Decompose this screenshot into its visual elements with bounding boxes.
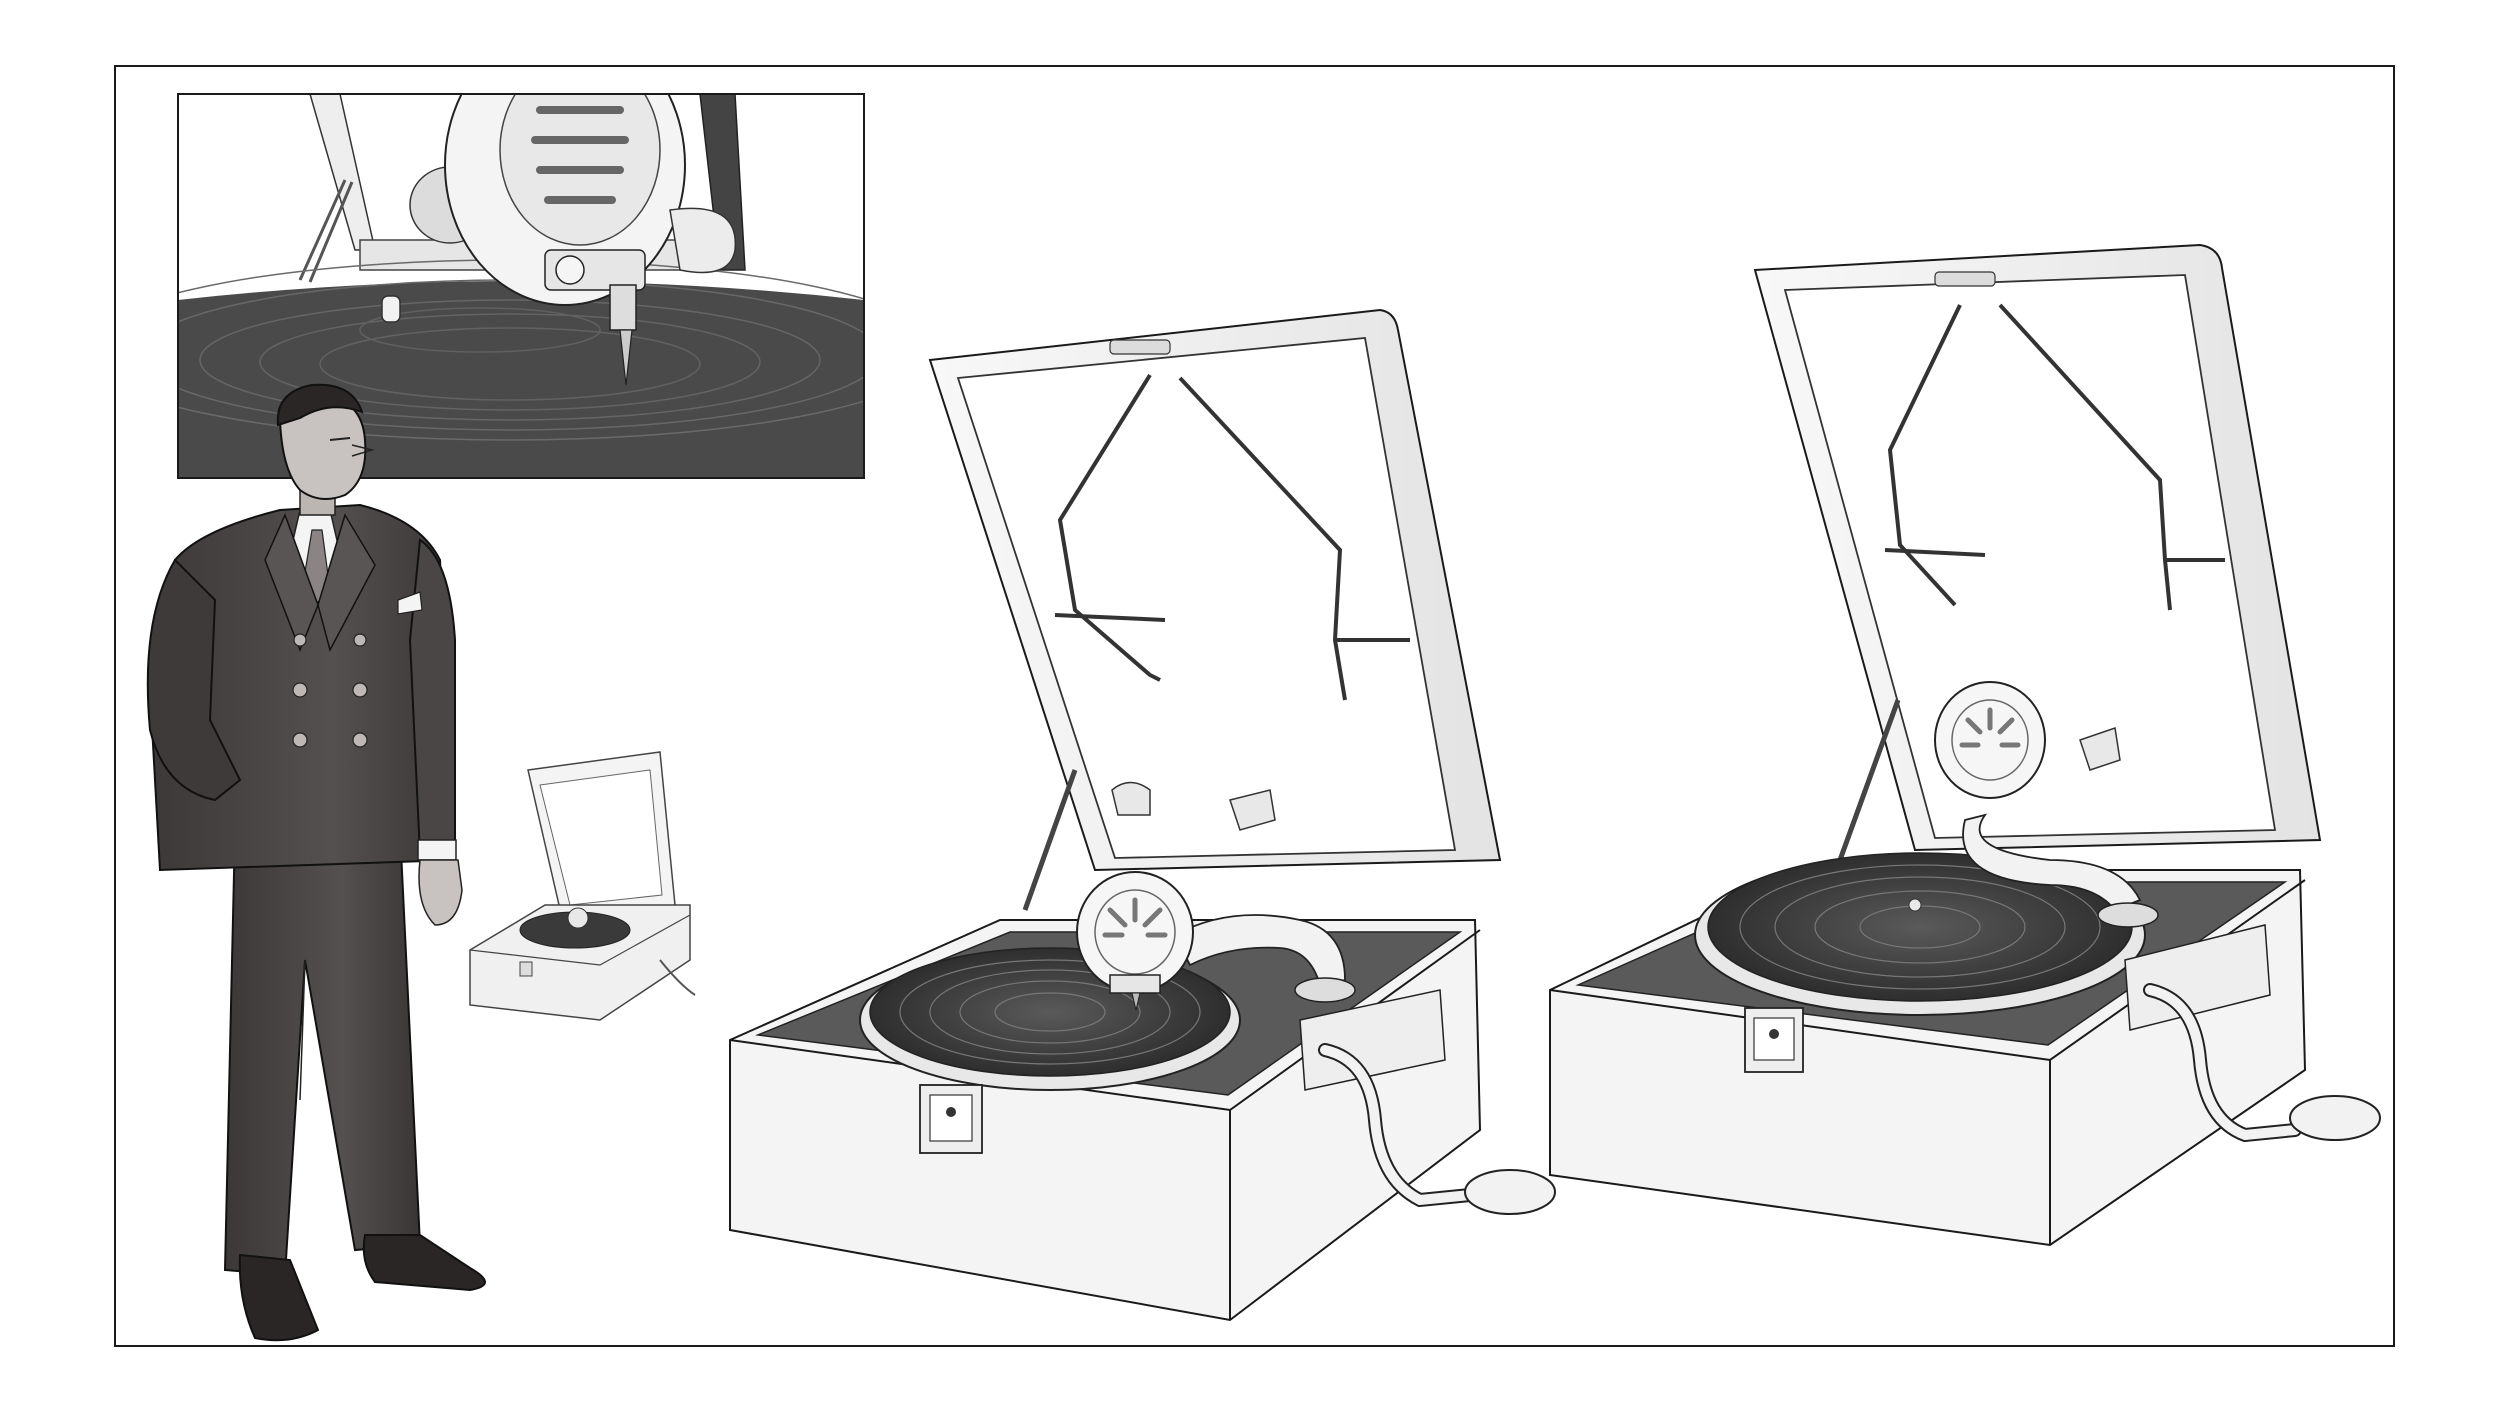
right-shoe bbox=[362, 1234, 486, 1292]
character-figure bbox=[146, 383, 486, 1342]
hair bbox=[276, 383, 364, 427]
left-shoe bbox=[238, 1253, 320, 1342]
gramophone-arm-down bbox=[729, 308, 1556, 1322]
gramophone-arm-up bbox=[1549, 243, 2381, 1247]
scale-reference-gramophone bbox=[469, 751, 696, 1021]
